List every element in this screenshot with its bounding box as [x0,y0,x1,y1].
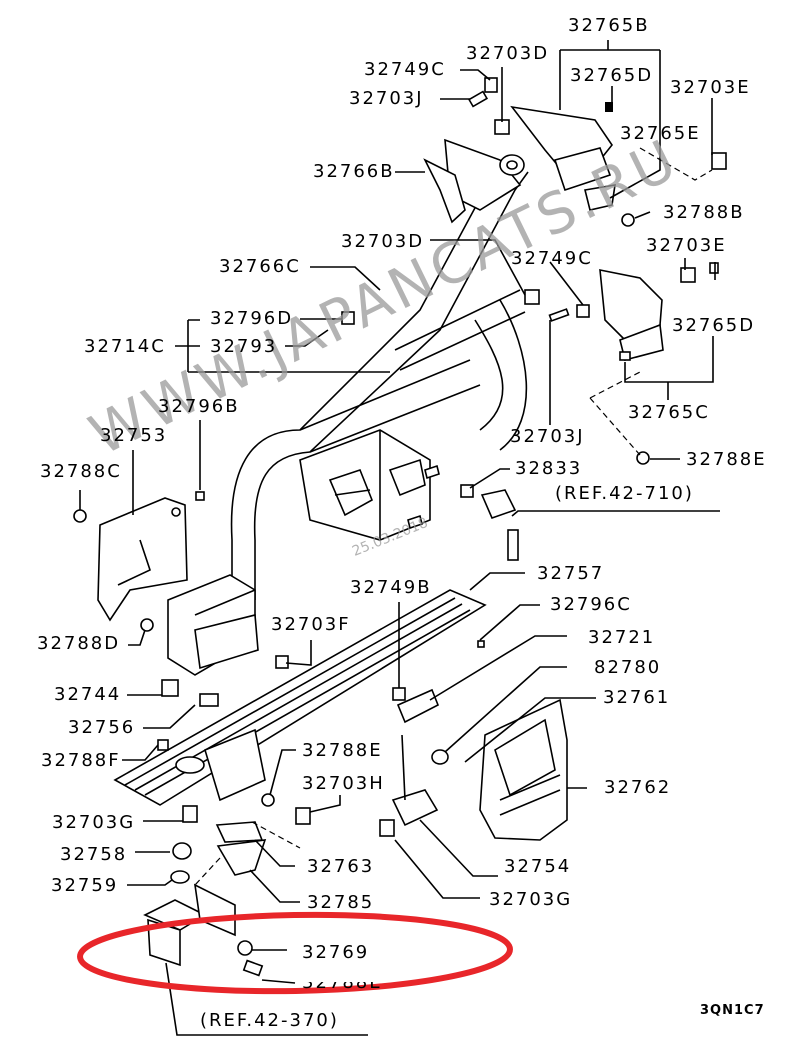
part-label-32762[interactable]: 32762 [604,777,672,798]
part-label-32761[interactable]: 32761 [603,687,671,708]
spare-tire-carrier-frame [230,159,529,600]
part-label-32765E[interactable]: 32765E [620,123,701,144]
part-label-32763[interactable]: 32763 [307,856,375,877]
part-label-32793[interactable]: 32793 [210,336,278,357]
part-label-32796C[interactable]: 32796C [550,594,632,615]
reference-42-710[interactable]: (REF.42-710) [555,483,694,504]
part-label-32788E[interactable]: 32788E [302,740,383,761]
left-bracket [97,497,188,622]
part-label-32749C[interactable]: 32749C [364,59,446,80]
part-label-32703H[interactable]: 32703H [302,773,385,794]
diagram-code: 3QN1C7 [700,1003,765,1018]
part-label-32785[interactable]: 32785 [307,892,375,913]
part-label-32754[interactable]: 32754 [504,856,572,877]
part-label-32765D[interactable]: 32765D [672,315,756,336]
fasteners [73,77,727,977]
part-label-32721[interactable]: 32721 [588,627,656,648]
part-label-32788E[interactable]: 32788E [686,449,767,470]
part-label-32753[interactable]: 32753 [100,425,168,446]
part-label-32703D[interactable]: 32703D [466,43,550,64]
part-label-32749C[interactable]: 32749C [511,248,593,269]
lock-cylinder [480,489,519,561]
part-label-32788F[interactable]: 32788F [41,750,121,771]
part-label-32796B[interactable]: 32796B [158,396,240,417]
middle-cover-assembly [599,262,719,361]
part-label-32714C[interactable]: 32714C [84,336,166,357]
part-label-32703G[interactable]: 32703G [489,889,573,910]
part-label-32788B[interactable]: 32788B [663,202,745,223]
lower-mount-bracket [143,821,267,967]
part-label-32796D[interactable]: 32796D [210,308,294,329]
part-label-82780[interactable]: 82780 [594,657,662,678]
part-label-32703G[interactable]: 32703G [52,812,136,833]
upper-hinge-bracket [423,138,525,224]
step-plate [113,589,487,806]
part-label-32758[interactable]: 32758 [60,844,128,865]
part-label-32788D[interactable]: 32788D [37,633,121,654]
part-label-32759[interactable]: 32759 [51,875,119,896]
leader-lines [79,40,720,1036]
part-label-32769-highlighted[interactable]: 32769 [302,942,370,963]
lock-handle [391,688,449,827]
part-label-32703E[interactable]: 32703E [646,235,727,256]
part-label-32788E[interactable]: 32788E [302,972,383,993]
part-label-32703D[interactable]: 32703D [341,231,425,252]
upper-cover-assembly [510,102,616,211]
part-label-32833[interactable]: 32833 [515,458,583,479]
highlight-ellipse [77,911,513,995]
part-label-32766C[interactable]: 32766C [219,256,301,277]
part-label-32703J[interactable]: 32703J [510,426,585,447]
part-label-32757[interactable]: 32757 [537,563,605,584]
part-label-32749B[interactable]: 32749B [350,577,432,598]
lower-hinge [167,574,259,676]
part-label-32765D[interactable]: 32765D [570,65,654,86]
reference-42-370[interactable]: (REF.42-370) [200,1010,339,1031]
part-label-32765C[interactable]: 32765C [628,402,710,423]
part-label-32703F[interactable]: 32703F [271,614,351,635]
part-label-32703E[interactable]: 32703E [670,77,751,98]
part-label-32703J[interactable]: 32703J [349,88,424,109]
part-label-32788C[interactable]: 32788C [40,461,122,482]
part-label-32756[interactable]: 32756 [68,717,136,738]
lower-cover [479,698,568,841]
part-label-32744[interactable]: 32744 [54,684,122,705]
part-label-32766B[interactable]: 32766B [313,161,395,182]
part-label-32765B[interactable]: 32765B [568,15,650,36]
